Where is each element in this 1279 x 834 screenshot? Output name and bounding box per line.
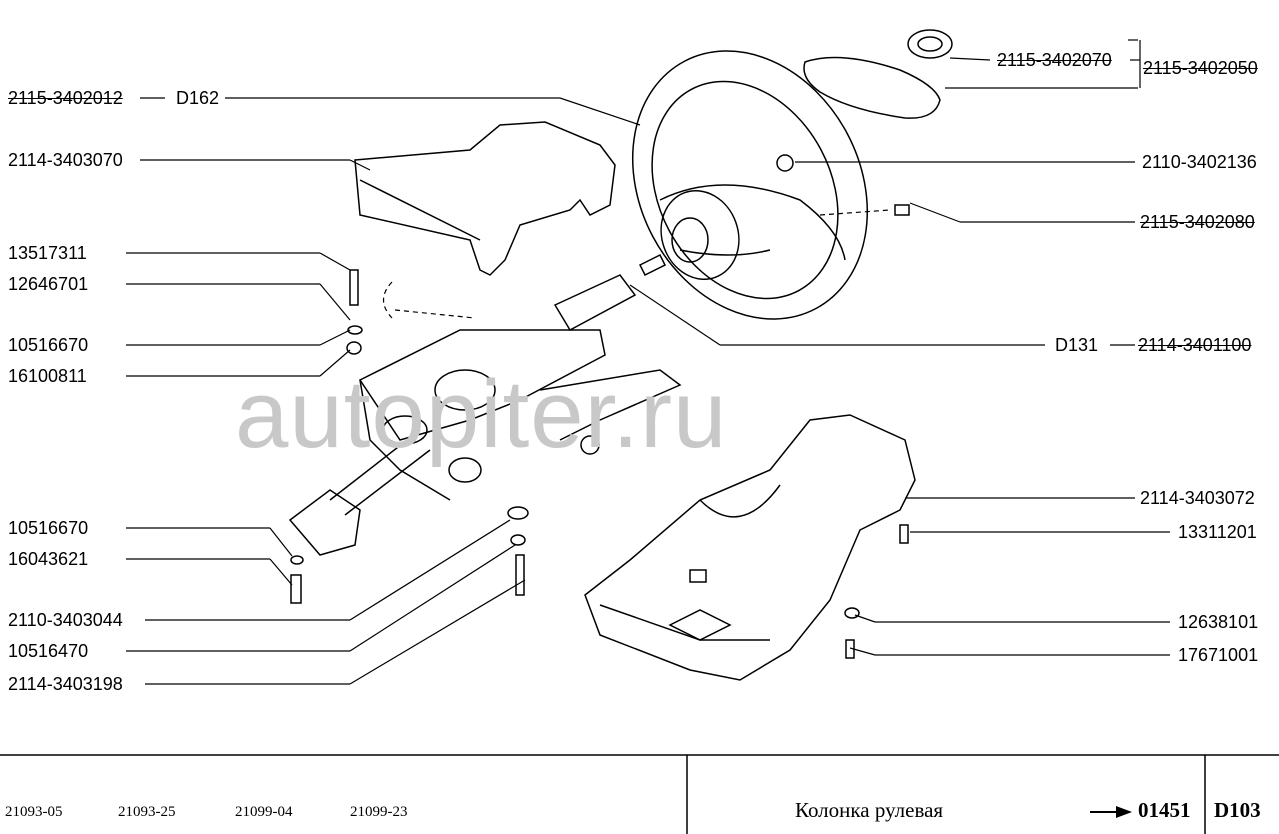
drawing-ref-label: D162 <box>176 88 220 108</box>
part-label: 16100811 <box>8 366 87 386</box>
part-label: 12638101 <box>1178 612 1259 632</box>
upper-shroud-drawing <box>354 121 616 276</box>
dashed-leaders <box>382 209 891 319</box>
part-label: 2115-3402050 <box>1143 58 1258 78</box>
footer-frame <box>0 754 1279 834</box>
lower-shroud-drawing <box>584 414 916 681</box>
part-label: 10516670 <box>8 335 89 355</box>
page-number: D103 <box>1214 798 1261 822</box>
part-label: 2114-3401100 <box>1138 335 1252 355</box>
assembly-code: 01451 <box>1138 798 1191 822</box>
model-code: 21093-05 <box>5 804 63 820</box>
fasteners-drawing <box>290 204 910 659</box>
column-assembly-drawing <box>288 253 682 556</box>
part-label: 2115-3402080 <box>1140 212 1255 232</box>
part-label: 2115-3402012 <box>8 88 123 108</box>
model-code: 21093-25 <box>118 804 176 820</box>
part-label: 2110-3402136 <box>1142 152 1257 172</box>
part-label: 2110-3403044 <box>8 610 123 630</box>
page-title: Колонка рулевая <box>795 798 944 822</box>
steering-wheel-drawing <box>631 50 869 320</box>
part-label: 10516670 <box>8 518 89 538</box>
watermark: autopiter.ru <box>235 361 728 468</box>
leader-lines <box>126 39 1170 685</box>
part-label: 16043621 <box>8 549 89 569</box>
model-code: 21099-23 <box>350 804 408 820</box>
part-label: 2114-3403198 <box>8 674 123 694</box>
part-label: 2114-3403070 <box>8 150 123 170</box>
part-label: 13517311 <box>8 243 87 263</box>
part-label: 2115-3402070 <box>997 50 1112 70</box>
drawing-ref-label: D131 <box>1055 335 1099 355</box>
footer-arrow <box>1090 806 1132 818</box>
part-label: 13311201 <box>1178 522 1257 542</box>
part-label: 2114-3403072 <box>1140 488 1255 508</box>
model-code: 21099-04 <box>235 804 293 820</box>
part-label: 17671001 <box>1178 645 1259 665</box>
part-label: 10516470 <box>8 641 89 661</box>
part-label: 12646701 <box>8 274 89 294</box>
horn-pad-drawing <box>803 29 953 119</box>
